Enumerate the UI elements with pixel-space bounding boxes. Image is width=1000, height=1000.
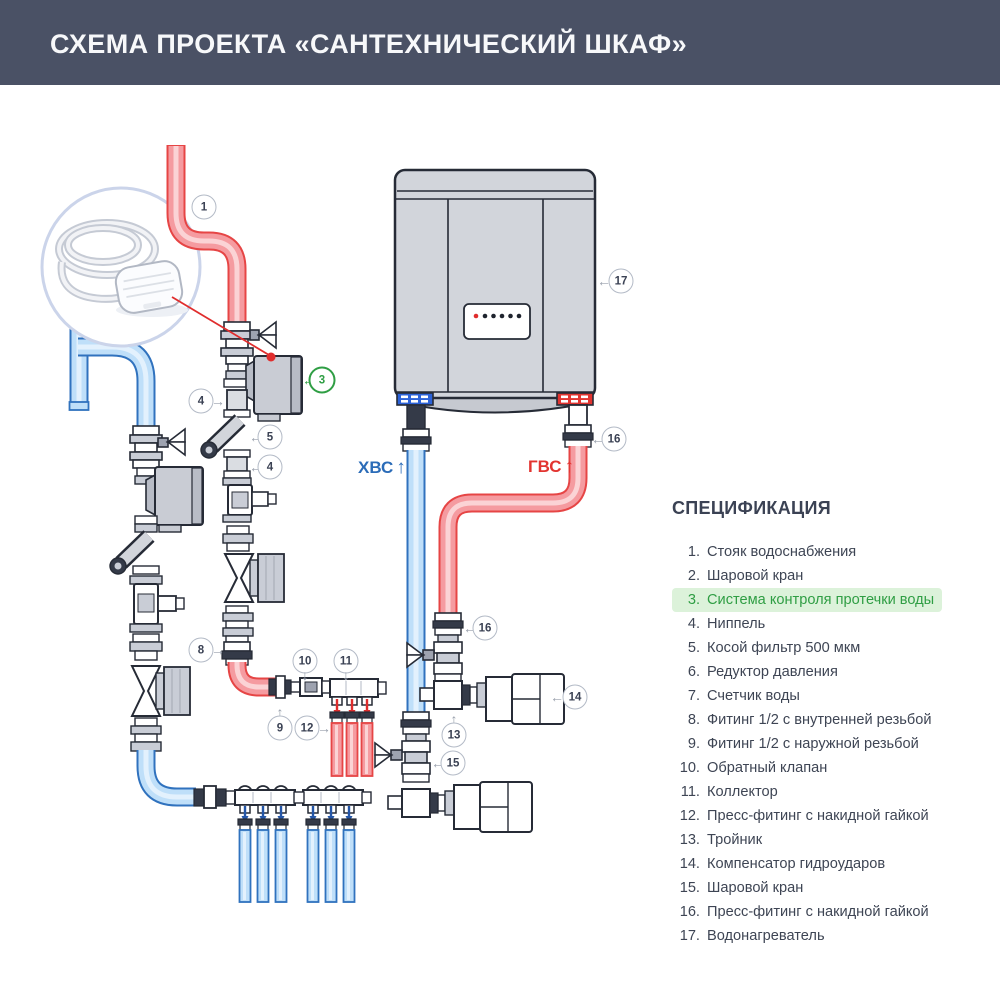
heater-control-panel (463, 303, 531, 340)
heater-hot-port (556, 392, 594, 406)
fitting-cold-bottom (400, 711, 432, 742)
ball-valve-hot-bottom (406, 641, 463, 682)
fitting-8 (221, 641, 253, 666)
fitting-heater-cold (400, 428, 432, 452)
hot-collector-outlets (329, 696, 375, 777)
pressure-reducer-cold (130, 665, 191, 717)
heater-cold-port (396, 392, 434, 406)
cold-entry-ball-valve (129, 425, 186, 469)
hot-riser-pipe (166, 145, 247, 328)
leak-control-valve-cold (134, 466, 204, 533)
check-valve-10 (299, 677, 331, 697)
nipple-hot-upper (223, 389, 251, 418)
collector-11-hot (329, 678, 387, 698)
water-meter-cold (129, 575, 185, 633)
hot-elbow-pipe (227, 662, 278, 697)
hot-supply-pipe (438, 446, 588, 614)
leak-control-valve-hot (223, 355, 303, 422)
leak-sensor-inset (40, 186, 202, 348)
leak-sensor-puck (114, 260, 184, 314)
compensator-cold-bottom (453, 781, 533, 833)
tee-13 (419, 680, 487, 710)
page-title: СХЕМА ПРОЕКТА «САНТЕХНИЧЕСКИЙ ШКАФ» (50, 29, 688, 59)
fitting-9 (268, 675, 301, 699)
couplings-cold-lower (130, 717, 162, 752)
compensator-14 (485, 673, 565, 725)
header-bar: СХЕМА ПРОЕКТА «САНТЕХНИЧЕСКИЙ ШКАФ» (0, 0, 1000, 85)
sensor-leader-line (171, 296, 276, 362)
cold-elbow-pipe (136, 750, 196, 807)
coupling-cold (129, 633, 163, 661)
collector-cold-group (234, 785, 372, 903)
slant-filter-hot (200, 414, 246, 459)
sensor-cable (55, 219, 159, 303)
press-fittings-cold-feed (193, 785, 236, 809)
ball-valve-15 (374, 740, 431, 783)
slant-filter-cold (109, 530, 160, 575)
water-meter-hot (222, 477, 277, 523)
fitting-16-valve (432, 612, 464, 643)
fitting-16-heater (562, 424, 594, 448)
pressure-reducer-hot (223, 553, 285, 603)
coupling-hot (222, 525, 254, 552)
water-heater (393, 168, 597, 452)
nipple-hot-lower (223, 449, 251, 479)
couplings-hot-lower (222, 605, 254, 643)
tee-cold-bottom (387, 788, 455, 818)
